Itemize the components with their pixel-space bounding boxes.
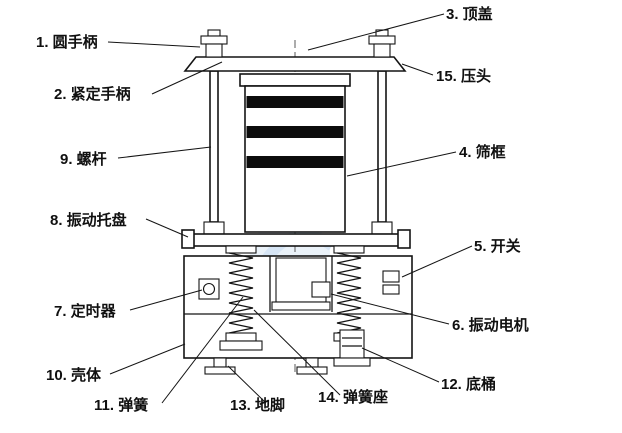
label-spring: 11. 弹簧 [94, 396, 148, 414]
switch-lower [382, 284, 400, 295]
right-foot-base [296, 366, 328, 375]
bottom-barrel-flange [333, 357, 371, 367]
leader-lines [107, 13, 473, 404]
switch-upper [382, 270, 400, 283]
label-locking-handle: 2. 紧定手柄 [54, 85, 131, 103]
right-spring-top-seat [333, 245, 365, 254]
label-tray: 8. 振动托盘 [50, 211, 127, 229]
leader-bottom-barrel [361, 347, 440, 383]
label-sieve-frame: 4. 筛框 [459, 143, 506, 161]
label-switch: 5. 开关 [474, 237, 521, 255]
right-screw-rod [377, 70, 387, 223]
leader-round-handle [107, 41, 201, 48]
vibration-tray-right-end [397, 229, 411, 249]
label-spring-seat: 14. 弹簧座 [318, 388, 388, 406]
bottom-barrel [339, 329, 365, 359]
label-motor: 6. 振动电机 [452, 316, 529, 334]
timer-dial [202, 282, 216, 296]
sieve-band-1 [246, 96, 344, 108]
left-screw-rod [209, 70, 219, 223]
right-locking-handle-nut [373, 43, 391, 58]
left-spring-coil [228, 252, 254, 334]
left-handle-cap [207, 29, 221, 37]
sieve-band-3 [246, 156, 344, 168]
label-screw-rod: 9. 螺杆 [60, 150, 107, 168]
leader-spring [161, 296, 244, 404]
left-spring-seat-base [219, 340, 263, 351]
leader-housing [109, 343, 186, 375]
left-round-handle [200, 35, 228, 45]
left-spring-top-seat [225, 245, 257, 254]
label-foot: 13. 地脚 [230, 396, 285, 414]
right-rod-nut [371, 221, 393, 235]
vibration-tray-left-end [181, 229, 195, 249]
left-foot-stem [213, 357, 227, 368]
label-timer: 7. 定时器 [54, 302, 117, 320]
leader-switch [401, 245, 473, 278]
motor-base [271, 301, 331, 311]
leader-press-head [401, 63, 434, 76]
sieve-band-2 [246, 126, 344, 138]
leader-motor [330, 293, 450, 325]
label-top-cover: 3. 顶盖 [446, 5, 493, 23]
leader-tray [145, 218, 189, 238]
leader-timer [129, 289, 203, 311]
label-housing: 10. 壳体 [46, 366, 102, 384]
press-head-beam [183, 56, 407, 72]
left-locking-handle-nut [205, 43, 223, 58]
label-round-handle: 1. 圆手柄 [36, 33, 98, 51]
label-bottom-barrel: 12. 底桶 [441, 375, 496, 393]
left-rod-nut [203, 221, 225, 235]
vibration-tray-plate [191, 233, 401, 247]
top-cover [239, 73, 351, 87]
right-spring-coil [336, 252, 362, 334]
leader-locking-handle [151, 61, 223, 95]
motor-terminal-box [311, 281, 331, 298]
machine-drawing [181, 29, 413, 375]
right-round-handle [368, 35, 396, 45]
left-foot-base [204, 366, 236, 375]
leader-screw-rod [117, 146, 212, 159]
leader-spring-seat [253, 309, 341, 396]
left-spring-bottom-seat [225, 332, 257, 342]
label-press-head: 15. 压头 [436, 68, 491, 85]
leader-sieve-frame [346, 151, 457, 177]
leader-foot [227, 365, 267, 404]
callout-labels: 1. 圆手柄 2. 紧定手柄 3. 顶盖 4. 筛框 5. 开关 6. 振动电机… [36, 5, 529, 414]
leader-top-cover [307, 13, 445, 51]
